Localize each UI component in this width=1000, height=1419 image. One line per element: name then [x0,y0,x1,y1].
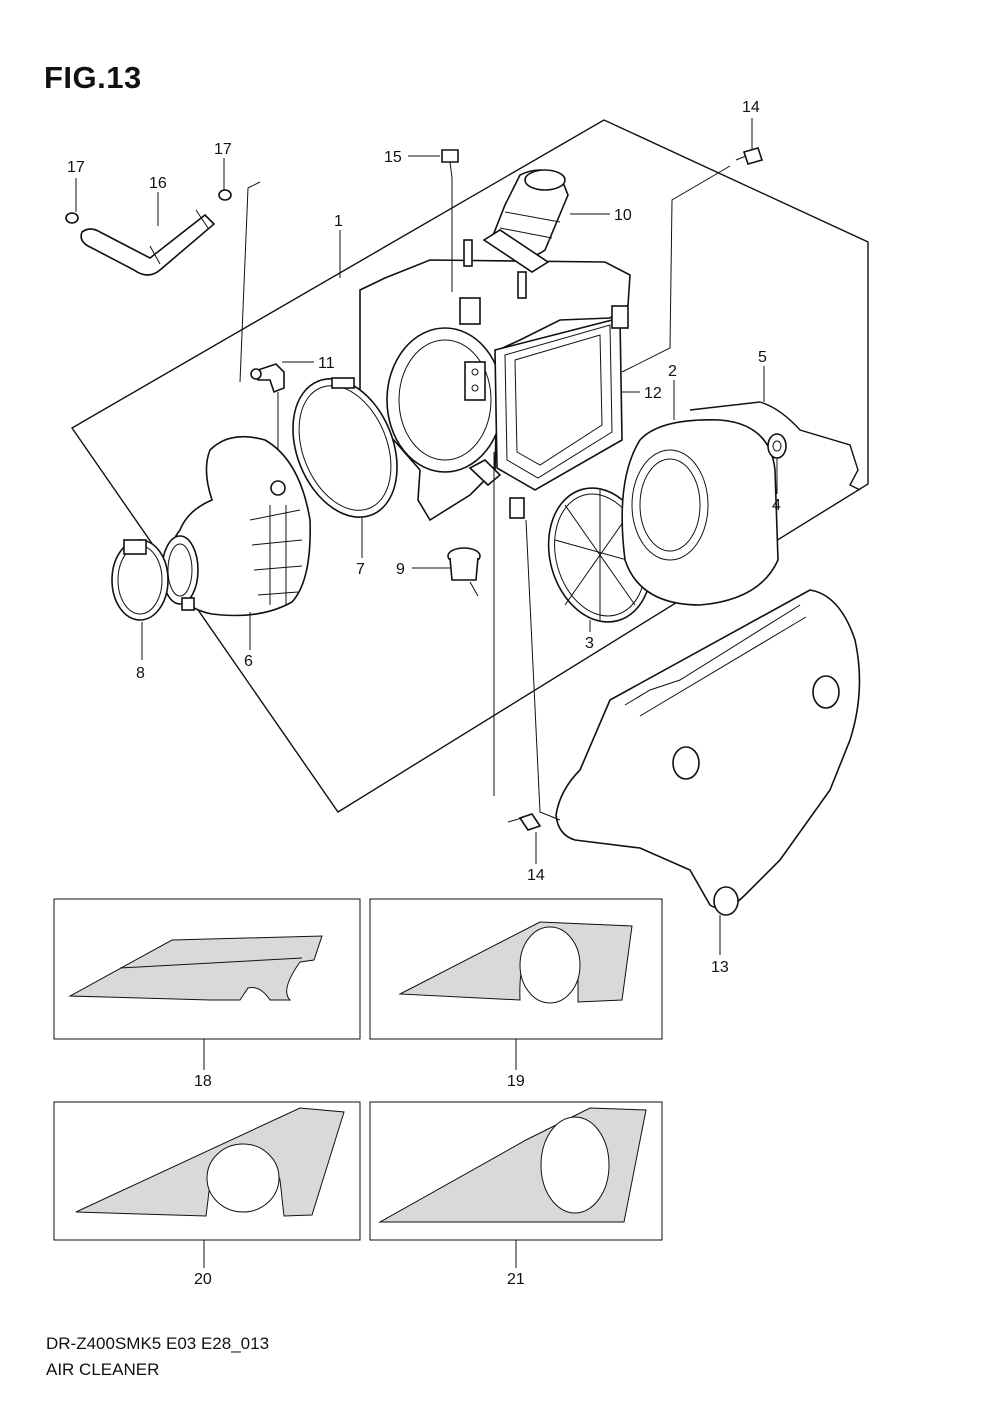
callout-7: 7 [356,561,365,578]
seal-ring-7 [292,377,398,518]
callout-21: 21 [507,1271,525,1288]
filter-element-2 [621,419,779,606]
callout-20: 20 [194,1271,212,1288]
washer-4 [767,433,787,459]
breather-hose-16 [80,209,216,276]
label-panel-20 [53,1101,361,1241]
clamp-band-8 [111,539,169,621]
callout-9: 9 [396,561,405,578]
diagram-caption: AIR CLEANER [46,1360,160,1379]
air-cleaner-box-1 [359,259,631,522]
callout-11: 11 [318,355,335,372]
side-cover-13 [555,589,861,916]
callout-2: 2 [668,363,677,380]
inlet-duct-6 [161,435,311,617]
callout-3: 3 [585,635,594,652]
hose-clamp-17-left [65,212,79,224]
callout-19: 19 [507,1073,525,1090]
callout-15: 15 [384,149,402,166]
hose-clamp-17-right [218,189,232,201]
bolt-15 [441,149,459,292]
callout-1: 1 [334,213,343,230]
label-panel-18 [53,898,361,1040]
callout-17-left: 17 [67,159,85,176]
retaining-wire-5 [689,401,861,491]
callout-6: 6 [244,653,253,670]
callout-labels: 1 2 3 4 5 6 7 8 9 10 11 12 13 14 14 15 1… [67,99,781,1288]
bolt-14-top [735,147,764,165]
callout-10: 10 [614,207,632,224]
leader-lines [75,118,778,1268]
model-code: DR-Z400SMK5 E03 E28_013 [46,1334,270,1353]
callout-18: 18 [194,1073,212,1090]
callout-14-top: 14 [742,99,760,116]
intake-tube-10 [463,169,569,299]
hose-fitting-11 [250,363,285,394]
drain-cap-9 [447,547,481,597]
callout-4: 4 [772,497,781,514]
callout-14-bottom: 14 [527,867,545,884]
bolt-14-bottom [507,813,542,831]
callout-5: 5 [758,349,767,366]
figure-title: FIG.13 [44,60,142,95]
label-panel-19 [369,898,663,1040]
callout-12: 12 [644,385,662,402]
callout-8: 8 [136,665,145,682]
assembly-boundary [70,119,869,813]
label-panel-21 [369,1101,663,1241]
callout-17-right: 17 [214,141,232,158]
callout-13: 13 [711,959,729,976]
callout-16: 16 [149,175,167,192]
